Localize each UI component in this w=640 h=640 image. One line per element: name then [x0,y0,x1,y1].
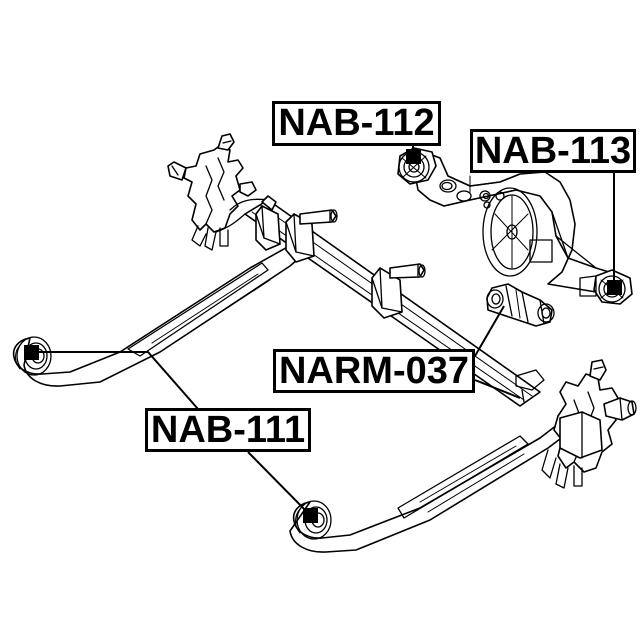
beam-bracket-mid-right [371,263,426,319]
part-label-narm037[interactable]: NARM-037 [273,349,475,393]
beam-bracket-mid-left [285,209,338,263]
part-label-nab112[interactable]: NAB-112 [272,101,441,146]
left-knuckle-assembly [167,133,257,251]
leader-narm037-branch [474,379,521,399]
leader-nab111-right [247,451,313,518]
left-trailing-arm [12,239,307,387]
beam-bracket-left [255,195,281,251]
lateral-control-link [486,283,555,327]
leader-narm037 [474,305,505,357]
part-label-nab111[interactable]: NAB-111 [145,408,311,452]
marker-nab112 [406,149,421,164]
marker-nab111-right [303,508,318,523]
part-label-nab113[interactable]: NAB-113 [470,129,636,173]
leader-nab111-left [34,351,199,410]
leader-lines [24,146,622,523]
right-knuckle-assembly [541,359,637,489]
right-trailing-arm [289,369,573,553]
marker-nab113 [607,280,622,295]
marker-nab111-left [24,345,39,360]
